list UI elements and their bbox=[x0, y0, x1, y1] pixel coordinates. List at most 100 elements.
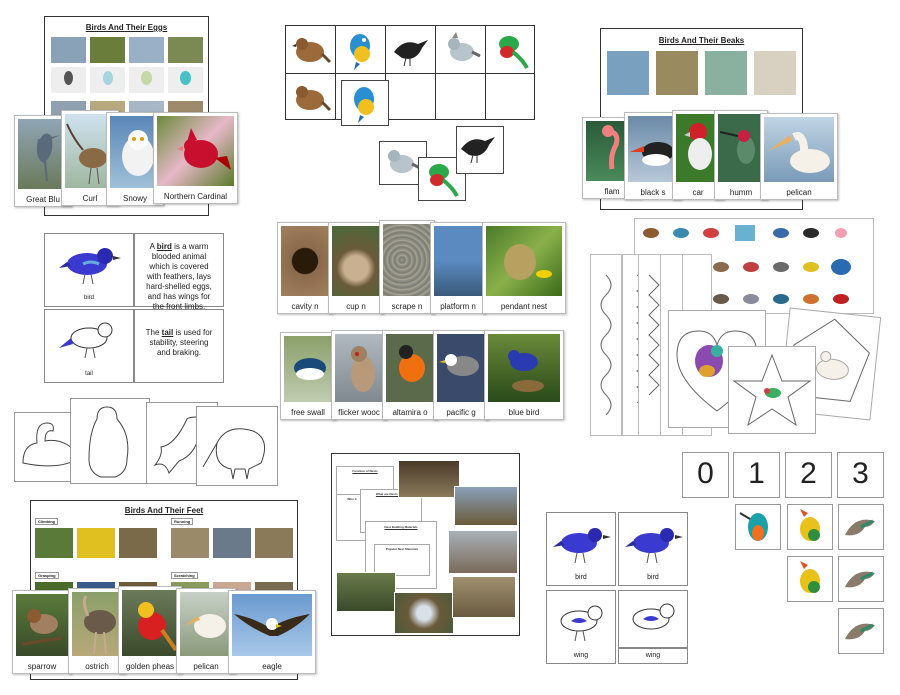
bird-picture-card[interactable]: bird bbox=[44, 233, 134, 307]
number-card-3[interactable]: 3 bbox=[837, 452, 884, 498]
cockatoo-icon bbox=[800, 509, 820, 541]
card-caption: pacific g bbox=[446, 408, 476, 417]
quetzal-icon bbox=[429, 164, 459, 197]
tracing-strip[interactable] bbox=[590, 254, 622, 436]
penguin-outline-card[interactable] bbox=[70, 398, 150, 484]
crow-icon bbox=[394, 40, 428, 67]
pentagon-card[interactable] bbox=[778, 307, 882, 421]
number-card-0[interactable]: 0 bbox=[682, 452, 729, 498]
nest-card[interactable]: platform n bbox=[430, 222, 486, 314]
feet-sheet-title: Birds And Their Feet bbox=[124, 506, 204, 515]
card-caption: sparrow bbox=[27, 662, 57, 671]
duck-counter[interactable] bbox=[838, 556, 884, 602]
blue-bird-icon bbox=[625, 528, 683, 564]
card-caption: black s bbox=[640, 188, 666, 197]
section-label: Scratching bbox=[171, 572, 198, 579]
nest-card[interactable]: cup n bbox=[328, 222, 384, 314]
wing-outline-icon bbox=[560, 605, 603, 642]
nest-card[interactable]: cavity n bbox=[277, 222, 333, 314]
parrot-icon bbox=[350, 34, 370, 70]
tail-outline-icon bbox=[59, 322, 113, 359]
quetzal-icon bbox=[499, 36, 529, 69]
bird-card[interactable]: flicker wooc bbox=[331, 330, 387, 420]
feet-card[interactable]: pelican bbox=[176, 588, 236, 674]
flicker-icon bbox=[351, 346, 375, 392]
doc-heading: Nest Building Materials bbox=[384, 525, 418, 529]
card-label: wing bbox=[645, 652, 661, 659]
hummingbird-icon bbox=[719, 130, 755, 164]
card-caption: flicker wooc bbox=[338, 408, 380, 417]
cockatoo-icon bbox=[800, 561, 820, 593]
eagle-icon bbox=[234, 614, 310, 636]
doc-heading: Popular Nest Materials bbox=[385, 547, 419, 551]
nest-card[interactable]: scrape n bbox=[379, 220, 435, 314]
bird-card[interactable]: free swall bbox=[280, 332, 336, 420]
wing-label-card[interactable]: wing bbox=[618, 648, 688, 664]
card-caption: cup n bbox=[346, 302, 366, 311]
feet-card[interactable]: golden pheas bbox=[118, 586, 182, 674]
swallow-icon bbox=[294, 358, 326, 380]
kiwi-outline-card[interactable] bbox=[196, 406, 278, 486]
card-caption: flam bbox=[604, 187, 620, 196]
parrot-card[interactable] bbox=[341, 80, 389, 126]
wave-tracing-icon bbox=[600, 274, 612, 416]
card-caption: Great Blu bbox=[26, 195, 60, 204]
blue-bird-icon bbox=[59, 248, 121, 285]
doc-heading: What are Nests Made bbox=[375, 492, 407, 496]
tail-definition-card[interactable]: The tail is used for stability, steering… bbox=[134, 309, 224, 383]
section-label: Climbing bbox=[35, 518, 59, 525]
card-caption: humm bbox=[729, 188, 753, 197]
photo-card[interactable]: humm bbox=[714, 110, 768, 200]
kingfisher-counter[interactable] bbox=[735, 504, 781, 550]
gull-icon bbox=[439, 354, 479, 376]
card-caption: platform n bbox=[440, 302, 476, 311]
crow-card[interactable] bbox=[456, 126, 504, 174]
tail-picture-card[interactable]: tail bbox=[44, 309, 134, 383]
star-card[interactable] bbox=[728, 346, 816, 434]
heron-icon bbox=[36, 133, 60, 181]
card-caption: free swall bbox=[291, 408, 325, 417]
zigzag-tracing-icon bbox=[648, 274, 660, 396]
photo-card[interactable]: pelican bbox=[760, 113, 838, 200]
bird-part-card[interactable]: bird bbox=[546, 512, 616, 586]
sparrow-icon bbox=[296, 86, 332, 112]
golden-pheasant-icon bbox=[138, 602, 178, 652]
duck-counter[interactable] bbox=[838, 504, 884, 550]
card-label: bird bbox=[83, 295, 94, 301]
curlew-icon bbox=[66, 123, 107, 185]
feet-card[interactable]: sparrow bbox=[12, 590, 72, 674]
bird-definition-card[interactable]: A bird is a warm blooded animal which is… bbox=[134, 233, 224, 311]
snowy-owl-icon bbox=[122, 130, 154, 176]
bird-part-card[interactable]: bird bbox=[618, 512, 688, 586]
bird-card[interactable]: altamira o bbox=[382, 330, 438, 420]
feet-card[interactable]: eagle bbox=[228, 590, 316, 674]
photo-card[interactable]: Northern Cardinal bbox=[153, 112, 238, 204]
section-label: Grasping bbox=[35, 572, 59, 579]
bird-card[interactable]: pacific g bbox=[433, 330, 489, 420]
definition-text: The tail is used for stability, steering… bbox=[145, 328, 213, 357]
wing-outline-icon bbox=[632, 603, 675, 630]
bird-card[interactable]: blue bird bbox=[484, 330, 564, 420]
number-card-2[interactable]: 2 bbox=[785, 452, 832, 498]
wing-part-card[interactable]: wing bbox=[546, 590, 616, 664]
crow-icon bbox=[461, 137, 495, 164]
wing-part-card[interactable] bbox=[618, 590, 688, 648]
quetzal-card[interactable] bbox=[418, 157, 466, 201]
duck-icon bbox=[845, 519, 875, 536]
duck-counter[interactable] bbox=[838, 608, 884, 654]
nest-card[interactable]: pendant nest bbox=[482, 222, 566, 314]
pelican-icon bbox=[768, 132, 830, 173]
eggs-sheet-title: Birds And Their Eggs bbox=[85, 23, 168, 32]
section-label: Running bbox=[171, 518, 194, 525]
penguin-outline-icon bbox=[88, 406, 129, 478]
cockatoo-counter[interactable] bbox=[787, 556, 833, 602]
bluebird-icon bbox=[508, 350, 544, 392]
cockatoo-counter[interactable] bbox=[787, 504, 833, 550]
card-caption: Northern Cardinal bbox=[163, 192, 228, 201]
oriole-icon bbox=[399, 345, 425, 382]
card-label: bird bbox=[647, 574, 659, 581]
number-card-1[interactable]: 1 bbox=[733, 452, 780, 498]
nests-document: Function of Nests Who b What are Nests M… bbox=[331, 453, 520, 636]
card-caption: pendant nest bbox=[500, 302, 548, 311]
sparrow-icon bbox=[292, 38, 332, 64]
